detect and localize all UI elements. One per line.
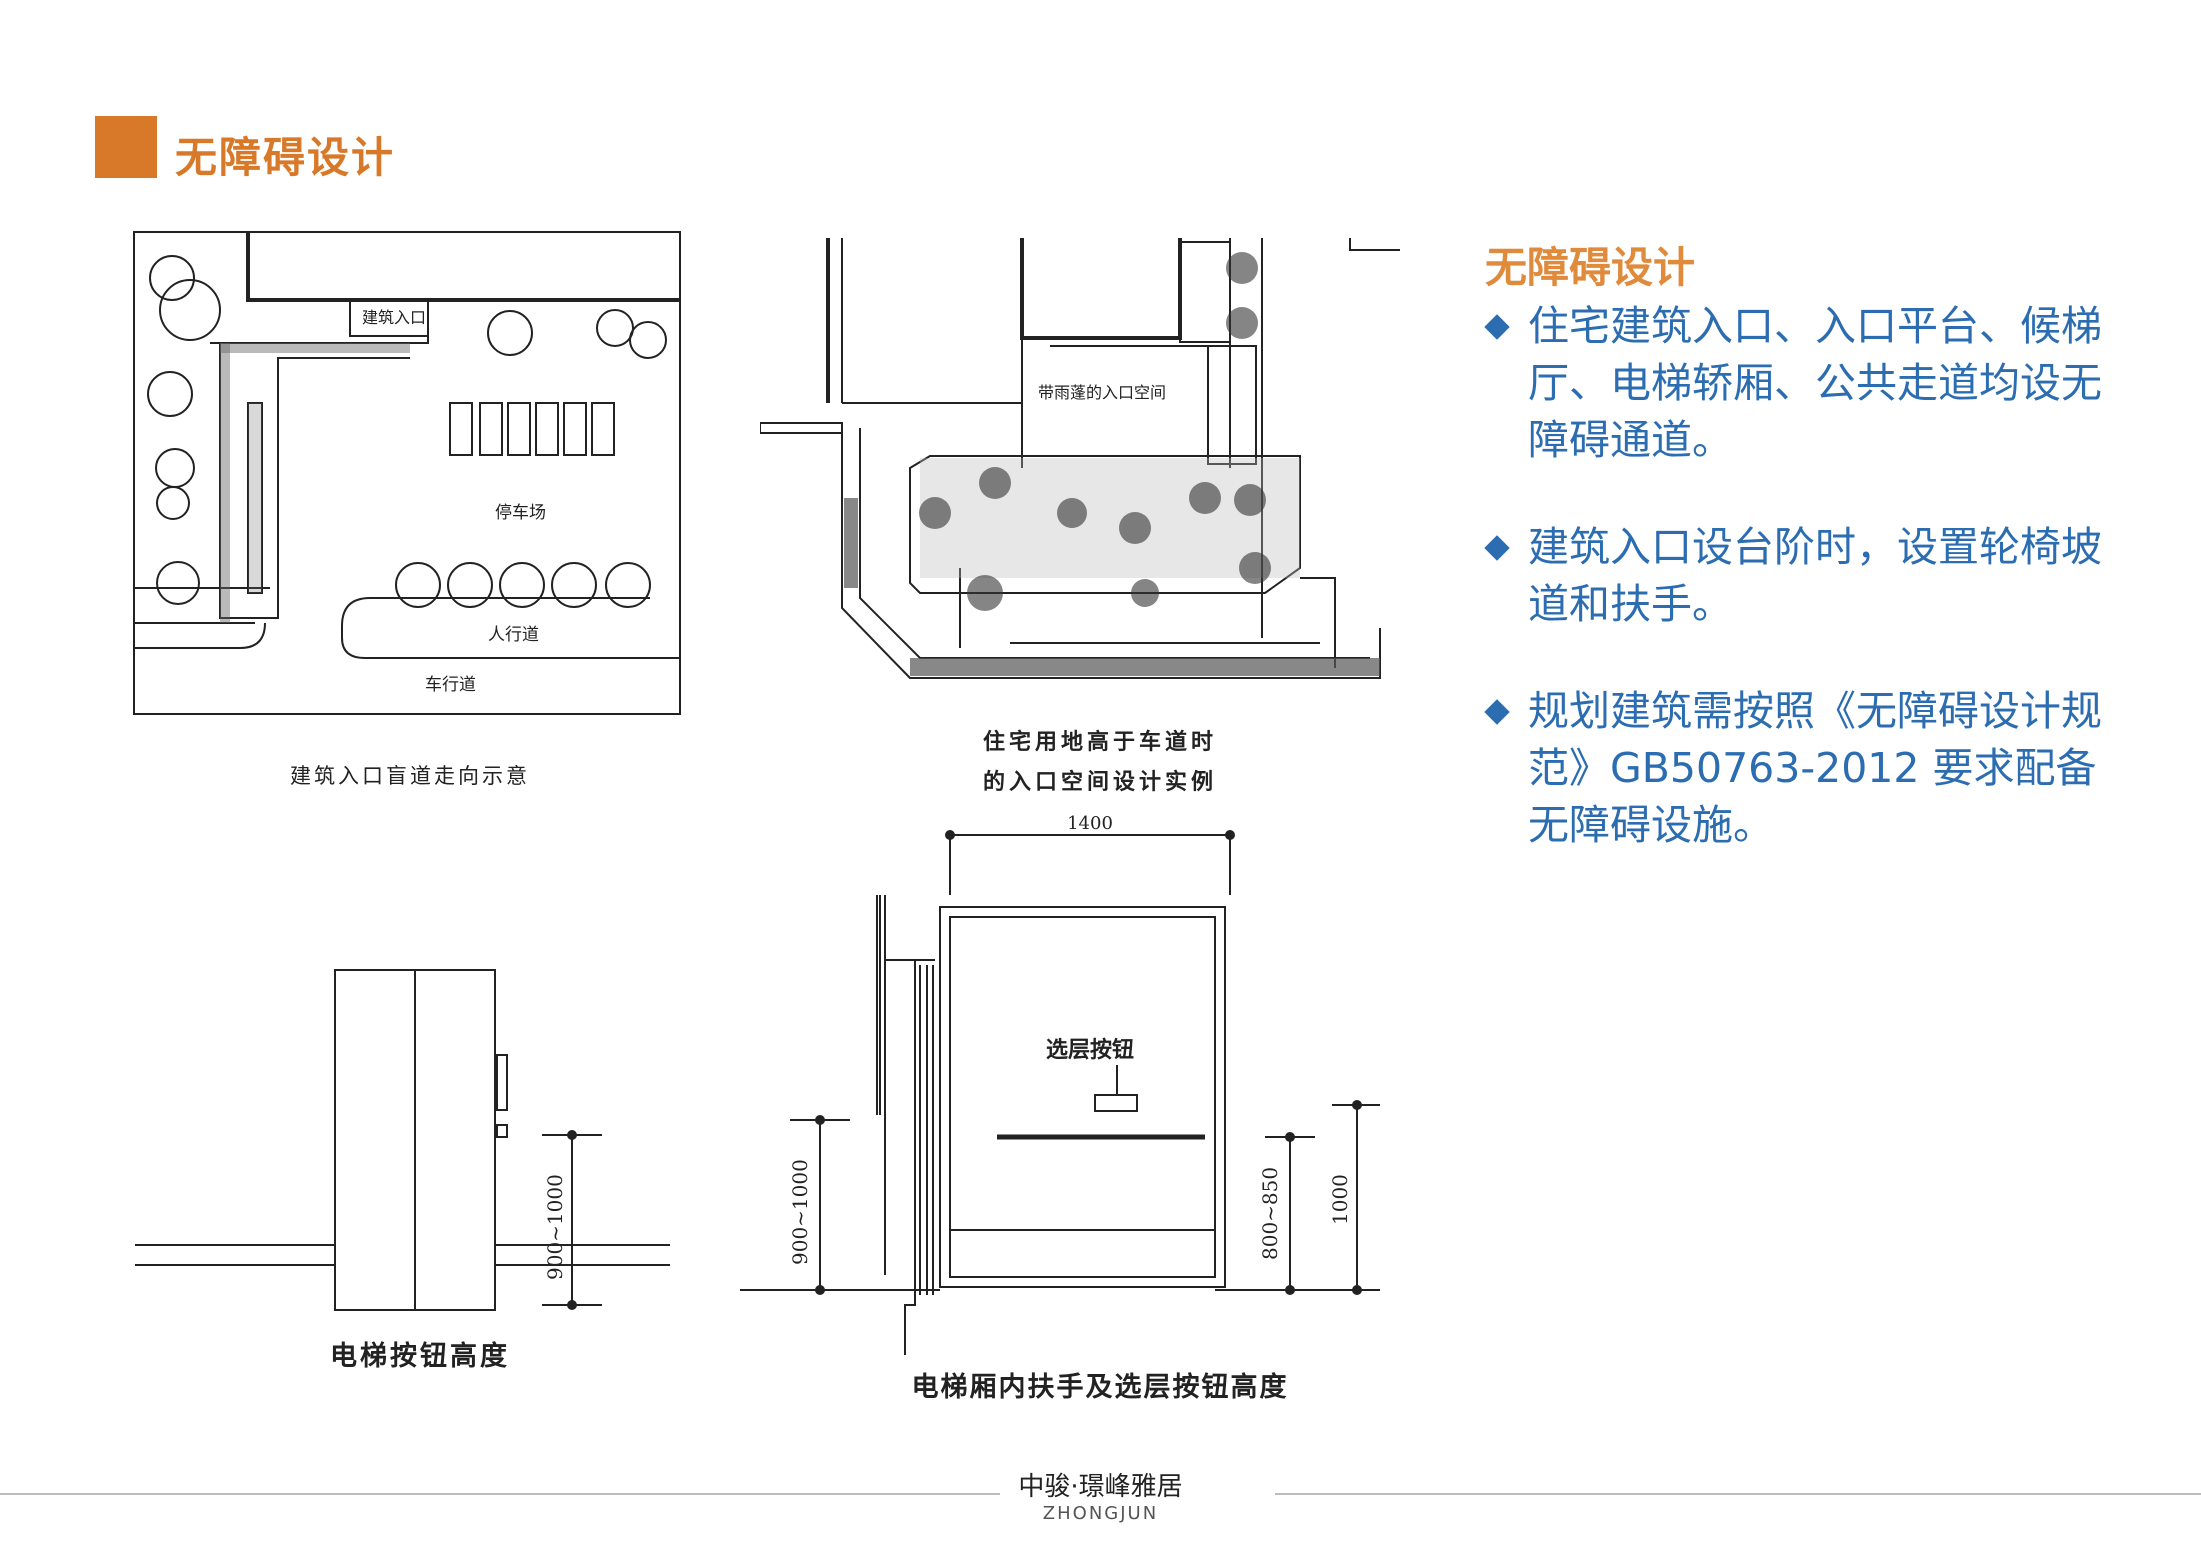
footer-line-right [1275,1493,2201,1495]
label-entrance: 建筑入口 [362,308,426,327]
footer-brand: 中骏·璟峰雅居 [1018,1472,1183,1502]
figure-elevator-button-height: 900~1000 [135,969,670,1311]
caption-car-handrail-button-height: 电梯厢内扶手及选层按钮高度 [911,1372,1289,1403]
bullet-item: 建筑入口设台阶时，设置轮椅坡道和扶手。 [1484,519,2128,633]
label-road: 车行道 [425,675,476,695]
caption-entrance-space-line1: 住宅用地高于车道时 [982,729,1217,755]
footer-line-left [0,1493,1000,1495]
bullet-list: 住宅建筑入口、入口平台、候梯厅、电梯轿厢、公共走道均设无障碍通道。 建筑入口设台… [1484,298,2128,904]
dim-button-height: 900~1000 [543,1174,567,1280]
caption-elevator-button-height: 电梯按钮高度 [330,1341,510,1372]
caption-entrance-space-line2: 的入口空间设计实例 [982,769,1217,795]
label-canopy-entrance: 带雨蓬的入口空间 [1038,383,1166,402]
dim-left-height: 900~1000 [788,1159,812,1265]
footer-brand-en: ZHONGJUN [1042,1503,1159,1524]
label-floor-button: 选层按钮 [1046,1037,1134,1063]
label-sidewalk: 人行道 [488,625,539,645]
header-accent-square [95,116,157,178]
bullet-item: 住宅建筑入口、入口平台、候梯厅、电梯轿厢、公共走道均设无障碍通道。 [1484,298,2128,469]
bullet-diamond-icon [1484,314,1510,340]
bullet-item: 规划建筑需按照《无障碍设计规范》GB50763-2012 要求配备无障碍设施。 [1484,683,2128,854]
dim-car-width: 1400 [1067,815,1113,834]
figure-entrance-space-example: 带雨蓬的入口空间 [760,238,1400,679]
figure-car-handrail-button-height: 1400 选层按钮 900~1000 800~850 1000 [740,815,1380,1355]
dim-handrail-height: 800~850 [1258,1167,1282,1260]
dim-button-height-right: 1000 [1328,1174,1352,1225]
page-title: 无障碍设计 [175,133,396,182]
bullet-diamond-icon [1484,699,1510,725]
figure-entrance-tactile-path: 建筑入口 停车场 人行道 车行道 [133,231,681,715]
bullet-diamond-icon [1484,535,1510,561]
caption-entrance-tactile-path: 建筑入口盲道走向示意 [290,764,530,788]
side-title: 无障碍设计 [1485,243,1696,292]
label-parking: 停车场 [495,503,546,523]
